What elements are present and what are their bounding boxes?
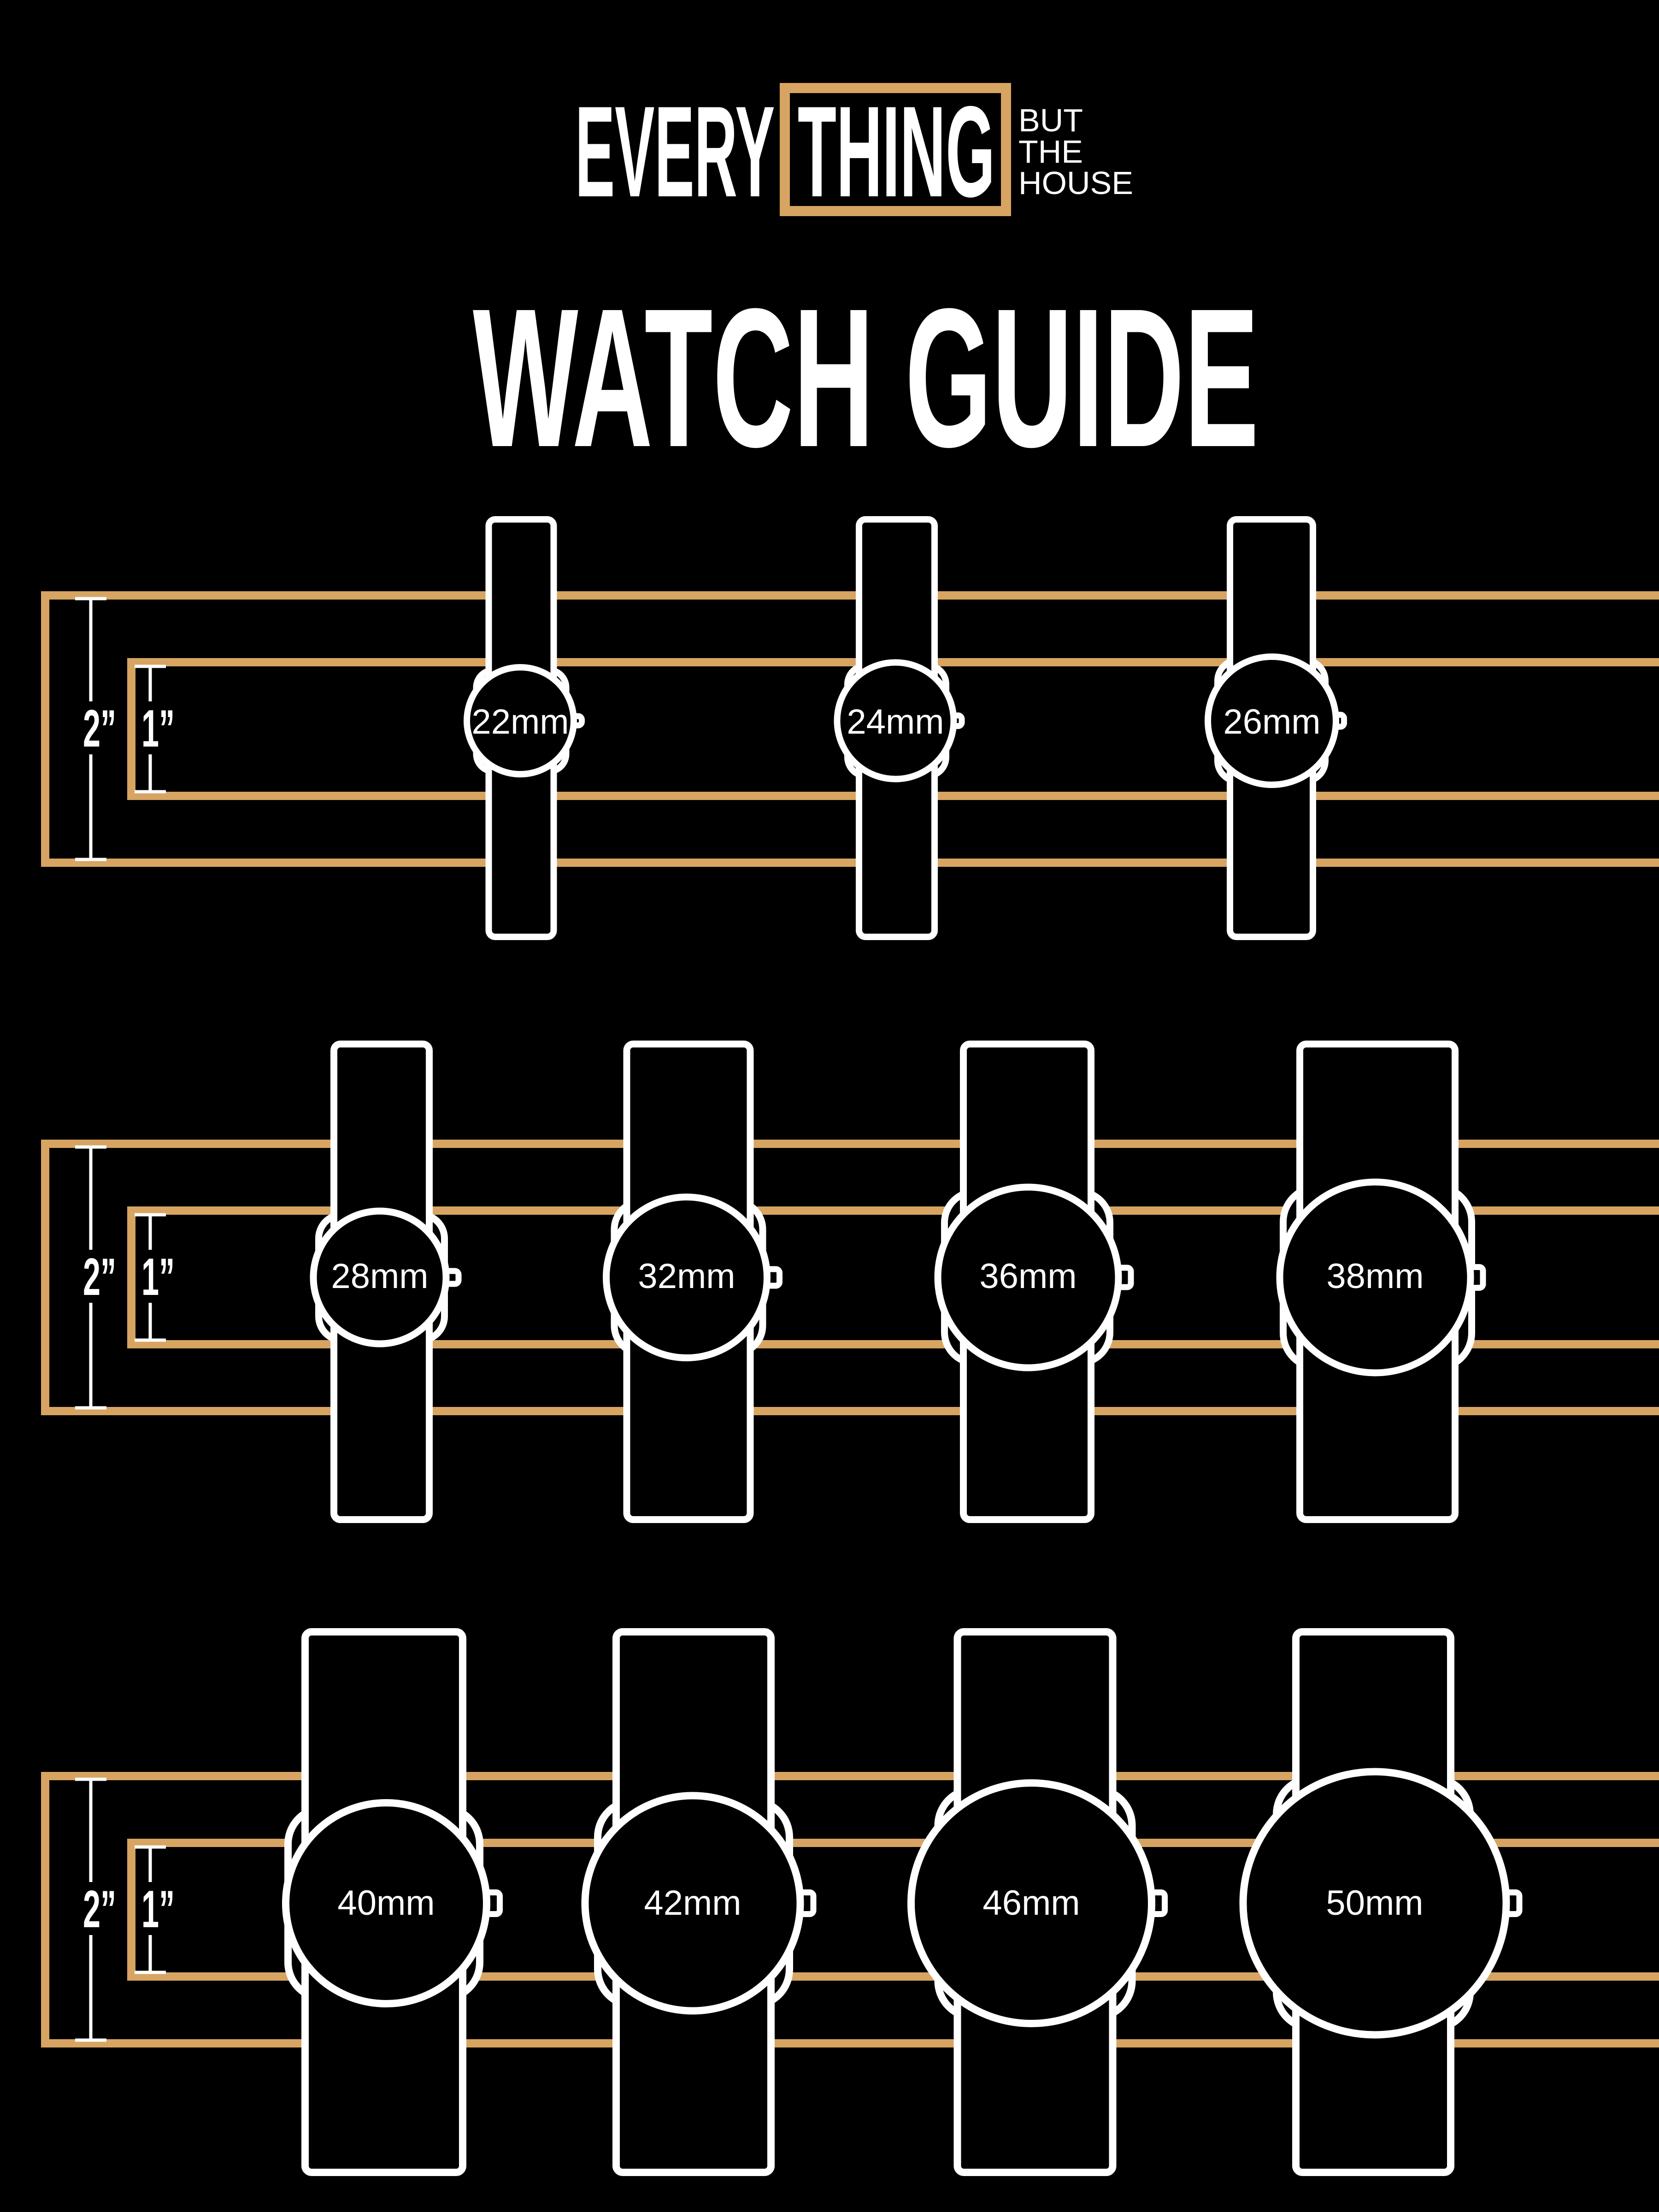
svg-text:50mm: 50mm bbox=[1326, 1883, 1423, 1923]
svg-text:42mm: 42mm bbox=[644, 1883, 741, 1923]
svg-text:1”: 1” bbox=[141, 1880, 175, 1938]
svg-text:THE: THE bbox=[1018, 134, 1083, 170]
svg-text:32mm: 32mm bbox=[638, 1257, 735, 1296]
svg-text:2”: 2” bbox=[83, 699, 116, 758]
svg-text:40mm: 40mm bbox=[337, 1883, 435, 1923]
svg-text:1”: 1” bbox=[141, 699, 175, 758]
svg-text:WATCH GUIDE: WATCH GUIDE bbox=[473, 267, 1259, 488]
svg-text:26mm: 26mm bbox=[1223, 702, 1320, 741]
svg-text:22mm: 22mm bbox=[471, 702, 569, 741]
svg-text:BUT: BUT bbox=[1018, 102, 1083, 138]
svg-text:46mm: 46mm bbox=[982, 1883, 1080, 1923]
svg-text:HOUSE: HOUSE bbox=[1018, 165, 1133, 201]
svg-text:38mm: 38mm bbox=[1326, 1257, 1424, 1296]
svg-text:36mm: 36mm bbox=[979, 1257, 1077, 1296]
svg-text:THING: THING bbox=[798, 79, 995, 224]
svg-text:28mm: 28mm bbox=[331, 1257, 428, 1296]
svg-text:2”: 2” bbox=[83, 1247, 116, 1306]
svg-text:EVERY: EVERY bbox=[575, 80, 775, 224]
svg-text:1”: 1” bbox=[141, 1247, 175, 1306]
svg-text:24mm: 24mm bbox=[847, 702, 944, 741]
svg-text:2”: 2” bbox=[83, 1880, 116, 1938]
